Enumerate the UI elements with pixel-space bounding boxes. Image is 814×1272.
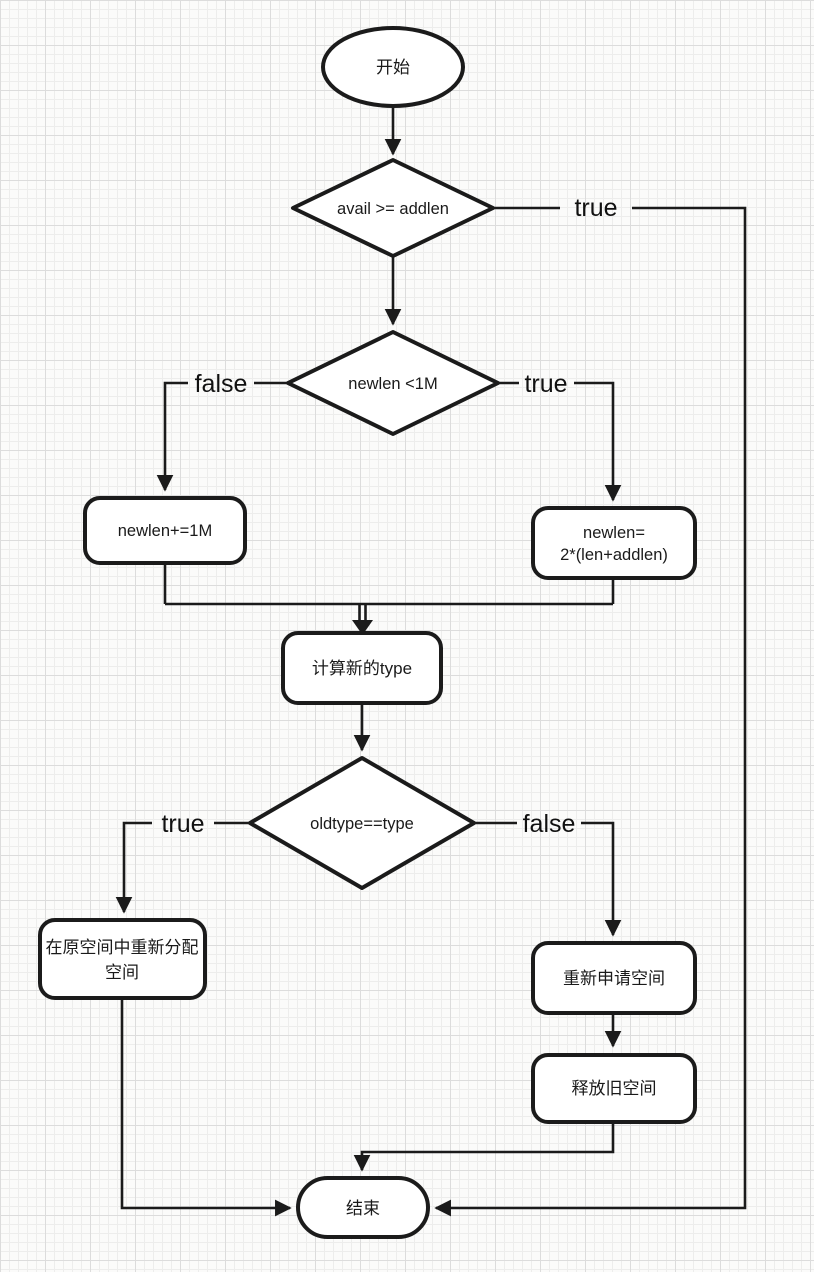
process-request-space-label: 重新申请空间 [563, 969, 665, 988]
edge-oldtype-true-b [115, 821, 152, 914]
node-process-newlen-inc [83, 496, 247, 565]
edge-newlen-true-b [574, 381, 622, 502]
node-end [296, 1176, 430, 1239]
node-start-label: 开始 [376, 58, 410, 77]
node-process-realloc [38, 918, 207, 1000]
merge-arrowhead [352, 620, 373, 635]
edge-realloc-to-end [120, 998, 292, 1217]
edge-free-to-end [353, 1122, 615, 1172]
node-process-calc-type [281, 631, 443, 705]
node-process-newlen-double [531, 506, 697, 580]
node-end-label: 结束 [346, 1199, 380, 1218]
node-process-request-space [531, 941, 697, 1015]
node-decision-oldtype [248, 756, 476, 890]
edge-label-newlen-true: true [524, 370, 567, 398]
edge-label-avail-true: true [574, 194, 617, 222]
process-calc-type-label: 计算新的type [312, 659, 412, 678]
edge-label-newlen-false: false [195, 370, 248, 398]
node-process-free-old [531, 1053, 697, 1124]
node-start [321, 26, 465, 108]
process-realloc-line2: 空间 [105, 963, 139, 982]
node-decision-avail [291, 158, 495, 258]
edge-avail-true-b [434, 206, 747, 1217]
process-newlen-double-line1: newlen= [583, 524, 645, 542]
process-free-old-label: 释放旧空间 [572, 1079, 657, 1098]
process-realloc-line1: 在原空间中重新分配 [46, 938, 199, 957]
edge-oldtype-false-b [581, 821, 622, 937]
edge-label-oldtype-false: false [523, 810, 576, 838]
node-decision-newlen [286, 330, 500, 436]
edge-newlen-false-b [156, 381, 188, 492]
process-newlen-inc-label: newlen+=1M [118, 522, 212, 540]
decision-oldtype-label: oldtype==type [310, 815, 414, 833]
process-newlen-double-line2: 2*(len+addlen) [560, 546, 668, 564]
decision-newlen-label: newlen <1M [348, 375, 437, 393]
edge-label-oldtype-true: true [161, 810, 204, 838]
decision-avail-label: avail >= addlen [337, 200, 449, 218]
